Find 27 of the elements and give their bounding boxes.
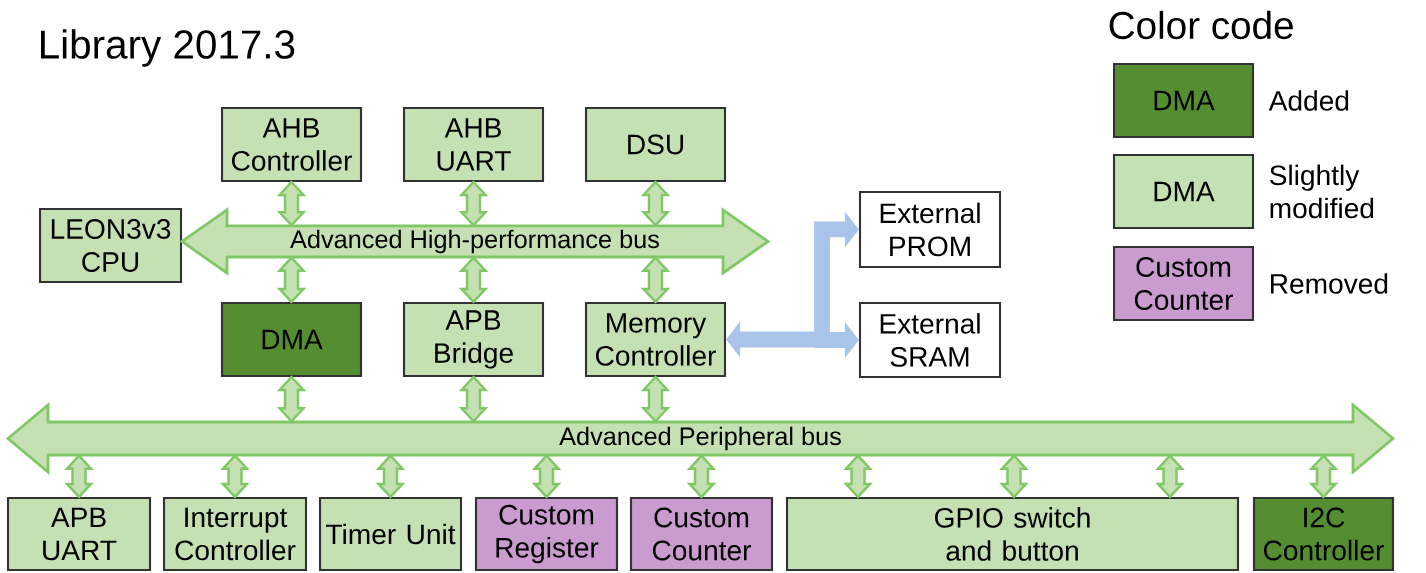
title: Library 2017.3 bbox=[41, 29, 295, 67]
double-arrow bbox=[276, 375, 307, 424]
component-box: Timer Unit bbox=[318, 496, 463, 572]
component-box: External SRAM bbox=[858, 301, 1002, 379]
component-box: DSU bbox=[584, 106, 727, 183]
component-box: AHB UART bbox=[402, 106, 545, 183]
double-arrow bbox=[458, 375, 489, 424]
legend-title: Color code bbox=[1109, 10, 1293, 40]
component-box: Interrupt Controller bbox=[162, 496, 308, 572]
legend-label: Slightly modified bbox=[1270, 164, 1374, 219]
component-box: APB UART bbox=[6, 496, 152, 572]
component-box: External PROM bbox=[858, 190, 1002, 269]
double-arrow bbox=[458, 180, 489, 228]
component-box: Custom Register bbox=[474, 496, 619, 572]
component-box: Memory Controller bbox=[584, 301, 727, 378]
legend-label: Added bbox=[1268, 90, 1349, 111]
double-arrow bbox=[276, 180, 307, 228]
double-arrow bbox=[640, 180, 671, 228]
double-arrow bbox=[640, 375, 671, 424]
component-box: DMA bbox=[220, 301, 363, 378]
component-box: APB Bridge bbox=[402, 301, 545, 378]
legend-label: Removed bbox=[1271, 273, 1388, 294]
component-box: Custom Counter bbox=[629, 496, 774, 572]
component-box: GPIO switch and button bbox=[785, 496, 1240, 572]
component-box: AHB Controller bbox=[220, 106, 363, 183]
component-box: I2C Controller bbox=[1252, 496, 1395, 572]
component-box: LEON3v3 CPU bbox=[38, 207, 183, 284]
